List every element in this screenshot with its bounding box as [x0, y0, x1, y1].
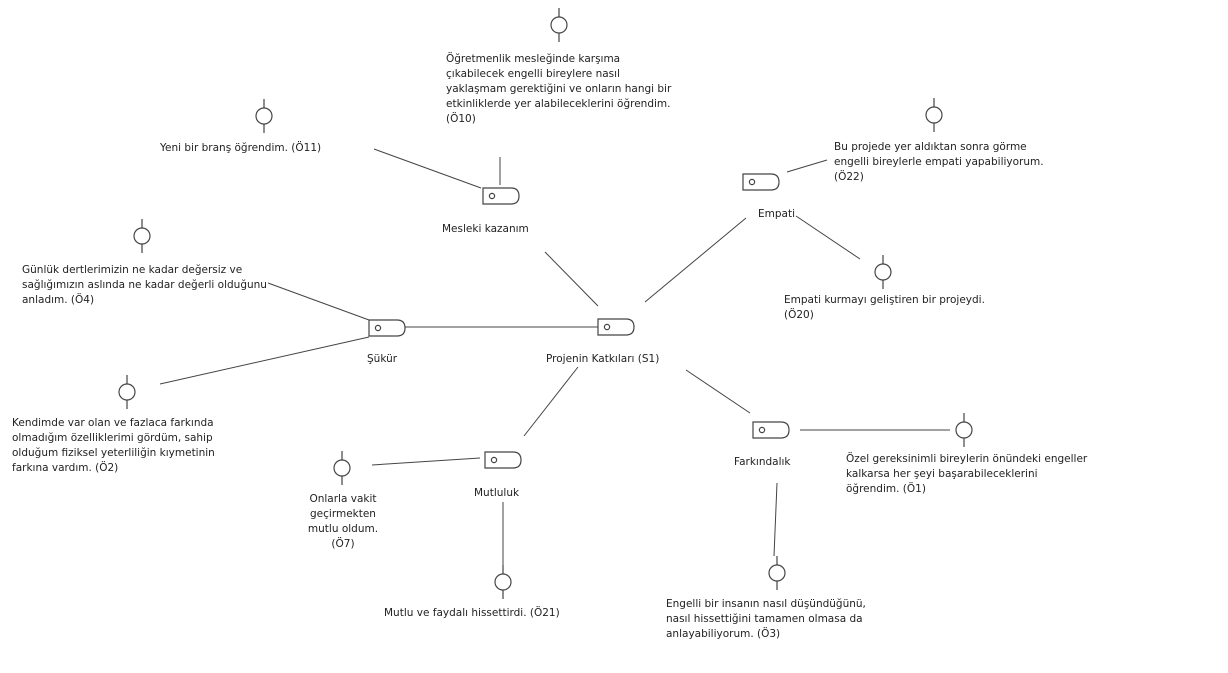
- quote-pin-icon-o4: [133, 227, 151, 245]
- quote-o2: Kendimde var olan ve fazlaca farkında ol…: [12, 417, 215, 474]
- quote-o20: Empati kurmayı geliştiren bir projeydi. …: [784, 294, 985, 321]
- quote-o4: Günlük dertlerimizin ne kadar değersiz v…: [22, 264, 267, 306]
- quote-o21: Mutlu ve faydalı hissettirdi. (Ö21): [384, 607, 560, 619]
- link-mesleki-o11: [373, 148, 482, 189]
- pin-heads: [118, 16, 973, 591]
- link-sukur-o4: [267, 282, 370, 321]
- sukur-node-icon: [368, 319, 406, 337]
- mutluluk-node-icon: [484, 451, 522, 469]
- category-label-farkindalik: Farkındalık: [734, 456, 791, 468]
- root-node-icon: [597, 318, 635, 336]
- quote-o7: Onlarla vakit geçirmekten mutlu oldum. (…: [307, 493, 379, 550]
- quote-o11: Yeni bir branş öğrendim. (Ö11): [160, 142, 322, 154]
- category-label-empati: Empati: [758, 208, 795, 220]
- link-root-mutluluk: [523, 366, 579, 437]
- quote-pin-icon-o1: [955, 421, 973, 439]
- link-empati-o20: [795, 215, 861, 260]
- category-label-mesleki: Mesleki kazanım: [442, 223, 529, 235]
- link-root-empati: [644, 217, 747, 303]
- empati-node-icon: [742, 173, 780, 191]
- farkindalik-node-icon: [752, 421, 790, 439]
- quote-o22: Bu projede yer aldıktan sonra görme enge…: [834, 141, 1044, 183]
- quote-o3: Engelli bir insanın nasıl düşündüğünü, n…: [666, 598, 866, 640]
- code-nodes: [368, 173, 790, 469]
- link-mutluluk-o7: [371, 457, 481, 466]
- quote-pin-icon-o20: [874, 263, 892, 281]
- quote-pin-icon-o2: [118, 383, 136, 401]
- link-root-mesleki: [544, 251, 599, 307]
- mesleki-node-icon: [482, 187, 520, 205]
- quote-o1: Özel gereksinimli bireylerin önündeki en…: [846, 453, 1088, 495]
- link-farkindalik-o3: [773, 482, 778, 557]
- link-empati-o22: [786, 159, 828, 173]
- connector-lines: [159, 148, 950, 565]
- link-root-farkindalik: [685, 369, 751, 414]
- quote-pin-icon-o10: [550, 16, 568, 34]
- quote-pin-icon-o3: [768, 564, 786, 582]
- quote-pin-icon-o7: [333, 459, 351, 477]
- quote-pin-icon-o11: [255, 107, 273, 125]
- category-label-mutluluk: Mutluluk: [474, 487, 520, 499]
- root-node-label: Projenin Katkıları (S1): [546, 353, 660, 365]
- quote-o10: Öğretmenlik mesleğinde karşıma çıkabilec…: [446, 53, 672, 125]
- quote-pin-icon-o22: [925, 106, 943, 124]
- link-sukur-o2: [159, 336, 370, 385]
- quote-pin-icon-o21: [494, 573, 512, 591]
- category-label-sukur: Şükür: [367, 353, 398, 365]
